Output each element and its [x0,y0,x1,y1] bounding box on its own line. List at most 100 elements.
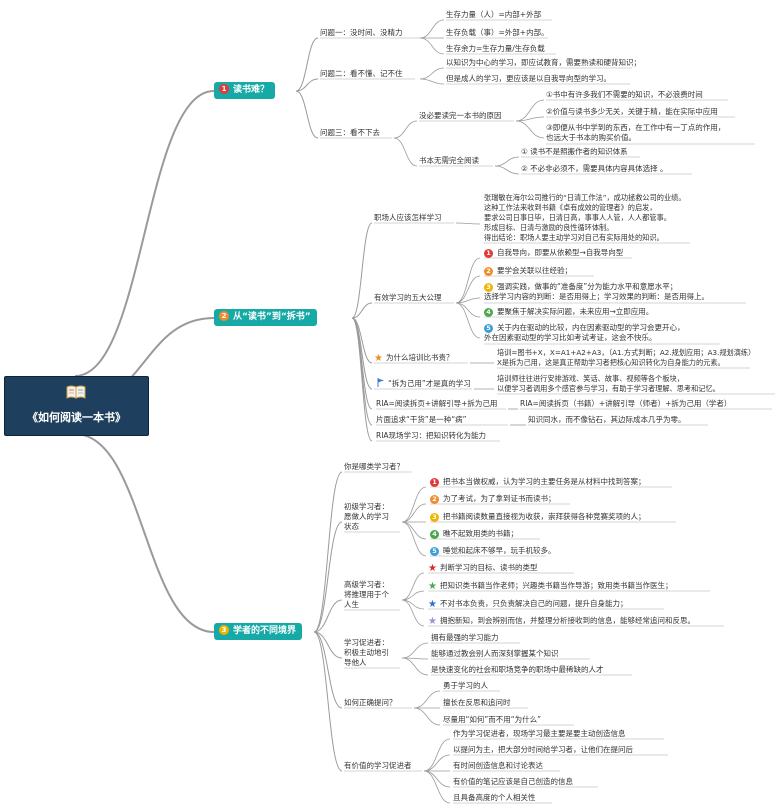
b1-q1-label[interactable]: 问题一：没时间、没精力 [320,28,403,37]
b3-m2-item-3-text: 把书籍阅读数量直接视为收获，崇拜获得各种竞赛奖项的人； [443,512,646,521]
b1-q3-s1-item-3: ③即便从书中学到的东西，在工作中有一丁点的作用， 也远大于书本的购买价值。 [546,123,726,142]
star-icon: ★ [428,563,437,574]
star-icon: ★ [428,599,437,610]
badge-yellow: 3 [430,513,439,522]
connector [515,120,545,139]
badge-1: 1 [219,84,229,94]
b3-m6-item-3: 有时间创造信息和讨论表达 [453,761,543,770]
b3-m4-item-1: 拥有最强的学习能力 [431,633,499,642]
connector [419,67,445,80]
connector [351,302,373,319]
b1-q3-s1-item-2: ②价值与读书多少无关，关键于精，能在实际中应用 [546,107,718,116]
branch-3-connector [74,433,215,633]
connector [455,222,481,225]
badge-orange: 2 [484,267,493,276]
b3-m5-label[interactable]: 如何正确提问？ [344,698,397,707]
b3-m2-item-5-text: 睡觉和起床不够早，玩手机较多。 [443,546,556,555]
b3-m3-item-3-text: 不对书本负责，只负责解决自己的问题，提升自身能力； [439,599,628,608]
b3-m6-item-4: 有价值的笔记应该是自己创造的信息 [453,777,573,786]
central-topic[interactable]: 《如何阅读一本书》 [4,376,149,436]
b2-n3-label[interactable]: ★为什么培训比书贵？ [374,352,453,364]
b2-n4-label[interactable]: “拆为己用”才是真的学习 [377,378,471,389]
b3-m1-label[interactable]: 你是哪类学习者？ [344,462,404,471]
b3-m6-label[interactable]: 有价值的学习促进者 [344,761,412,770]
connector [423,770,451,788]
connector [295,90,319,139]
b1-q2-item-2: 但是成人的学习，更应该是以自我导向型的学习。 [446,74,611,83]
b2-n2-item-3-text: 强调实践，做事的“准备度”分为能力水平和意愿水平； 选择学习内容的判断：是否用得… [484,282,709,301]
b3-m6-item-1: 作为学习促进者，现场学习最主要是要主动创造信息 [453,729,626,738]
b2-n2-item-2-text: 要学会关联以往经验； [497,266,572,275]
b3-m5-item-3: 尽量用“如何”而不用“为什么” [443,715,542,724]
connector [423,770,451,804]
connector [313,631,343,709]
b3-m2-item-1-text: 把书本当做权威，认为学习的主要任务是从材料中找到答案； [443,477,646,486]
b1-q3-label[interactable]: 问题三：看不下去 [320,128,380,137]
b1-q3-s1-label[interactable]: 没必要读完一本书的原因 [419,111,502,120]
b2-n2-item-1-text: 自我导向，即要从依赖型→自我导向型 [497,248,624,257]
b3-m3-item-1: ★判断学习的目标、读书的类型 [428,562,537,574]
connector [295,37,319,92]
connector [455,275,481,304]
b3-m5-item-1: 勇于学习的人 [443,681,488,690]
b1-q1-item-3: 生存余力=生存力量/生存负载 [446,44,545,53]
connector [455,257,481,304]
b2-n4-label-text: “拆为己用”才是真的学习 [388,379,471,388]
connector [413,690,441,709]
b1-q1-item-2: 生存负载（事）=外部+内部。 [446,28,549,37]
connector [515,99,545,122]
b3-m3-item-4-text: 拥抱新知，到会辨别而信，并整理分析接收到的信息，能够经常追问和反思。 [439,616,695,625]
b2-n1-label[interactable]: 职场人应该怎样学习 [374,213,442,222]
connector [313,521,343,633]
connector [494,165,520,175]
b2-n7-label[interactable]: RIA现场学习：把知识转化为能力 [376,431,487,440]
central-title: 《如何阅读一本书》 [27,411,126,424]
badge-2: 2 [219,311,229,321]
branch-2-label: 从“读书”到“拆书” [233,312,311,322]
connector [351,222,373,319]
b3-m3-label[interactable]: 高级学习者： 将推理用于个 人生 [344,580,389,609]
b3-m3-item-3: ★不对书本负责，只负责解决自己的问题，提升自身能力； [428,598,627,610]
b2-n2-item-2: 2 要学会关联以往经验； [484,265,572,276]
b3-m4-label[interactable]: 学习促进者： 积极主动地引 导他人 [344,638,389,667]
b1-q2-label[interactable]: 问题二：看不懂、记不住 [320,69,403,78]
b2-n5-label[interactable]: RIA=阅读拆页+讲解引导+拆为己用 [376,399,498,408]
connector [351,317,373,442]
b1-q2-item-1: 以知识为中心的学习，即应试教育，需要熟读和硬背知识； [446,58,641,67]
b1-q3-s2-label[interactable]: 书本无需完全阅读 [419,156,479,165]
connector [419,37,445,55]
badge-green: 4 [484,308,493,317]
connector [313,471,343,633]
b2-n3-label-text: 为什么培训比书贵？ [385,353,454,362]
connector [393,137,418,167]
connector [351,317,373,426]
badge-yellow: 3 [484,283,493,292]
b2-n2-label[interactable]: 有效学习的五大公理 [374,293,442,302]
branch-2-topic[interactable]: 2 从“读书”到“拆书” [214,309,317,326]
connector [401,486,427,523]
connector [515,116,545,122]
b3-m2-item-3: 3 把书籍阅读数量直接视为收获，崇拜获得各种竞赛奖项的人； [430,511,646,522]
b3-m2-item-2-text: 为了考试，为了拿到证书而读书； [443,494,556,503]
b3-m2-label[interactable]: 初级学习者： 愿做人的学习 状态 [344,502,389,531]
b2-n6-label[interactable]: 片面追求“干货”是一种“病” [376,415,467,424]
b3-m2-item-1: 1 把书本当做权威，认为学习的主要任务是从材料中找到答案； [430,476,646,487]
b2-n2-item-5-text: 关于内在驱动的比较，内在因素驱动型的学习会更开心， 外在因素驱动型的学习比如考试… [484,323,685,342]
connector [455,302,481,339]
badge-red: 1 [430,478,439,487]
badge-green: 4 [430,530,439,539]
branch-1-connector [74,90,215,377]
connector [401,572,425,601]
b3-m3-item-1-text: 判断学习的目标、读书的类型 [439,563,538,572]
connector [401,521,427,557]
connector [313,631,343,772]
connector [295,78,319,92]
b3-m4-item-3: 是快速变化的社会和职场竞争的职场中最稀缺的人才 [431,665,604,674]
